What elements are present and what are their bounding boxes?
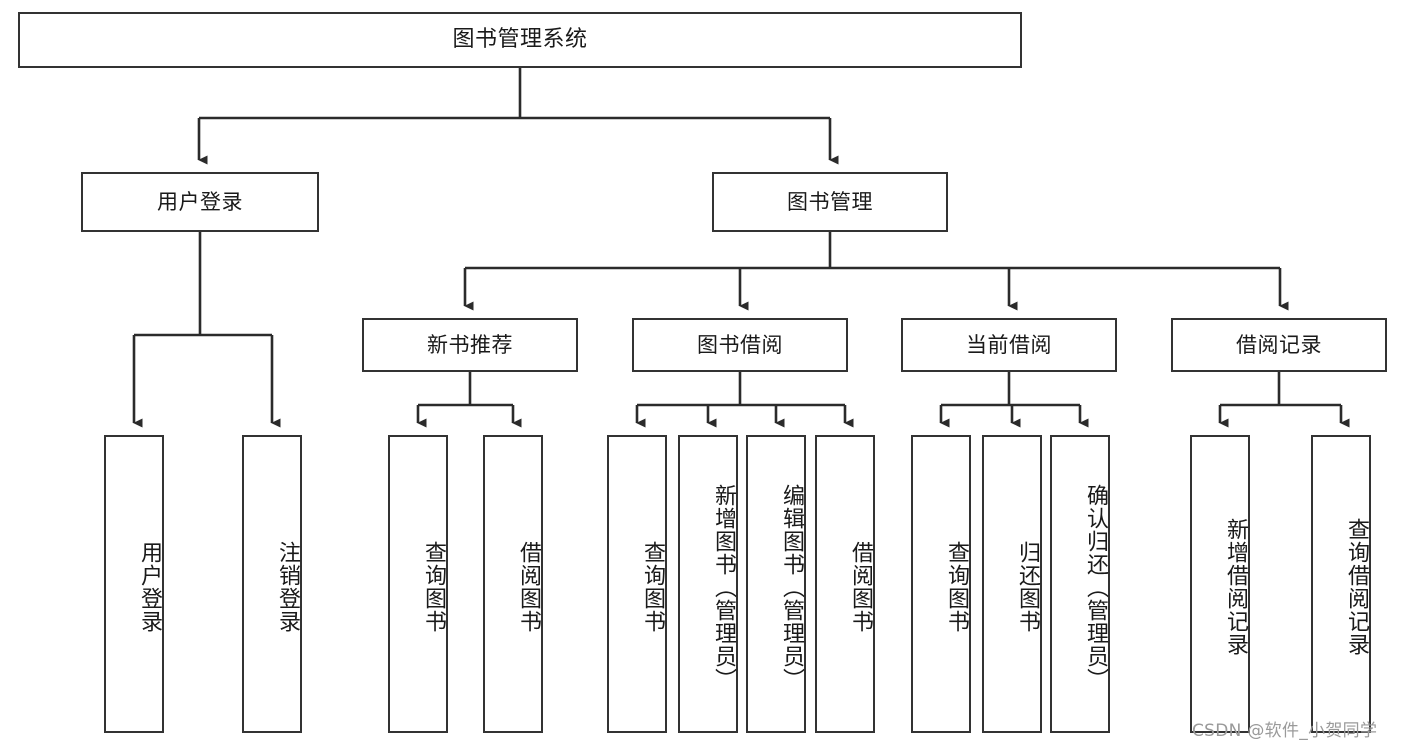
node-leaf-query-book-2-label: 查询图书 [640, 541, 665, 633]
node-leaf-add-book[interactable]: 新增图书（管理员） [678, 435, 738, 733]
node-user-login-label: 用户登录 [157, 189, 243, 214]
current-borrow-connectors [939, 372, 1089, 428]
node-leaf-user-login[interactable]: 用户登录 [104, 435, 164, 733]
node-current-borrow-label: 当前借阅 [966, 332, 1052, 357]
node-leaf-borrow-book-2[interactable]: 借阅图书 [815, 435, 875, 733]
node-leaf-edit-book[interactable]: 编辑图书（管理员） [746, 435, 806, 733]
node-book-manage[interactable]: 图书管理 [712, 172, 948, 232]
node-book-manage-label: 图书管理 [787, 189, 873, 214]
node-leaf-query-book-2[interactable]: 查询图书 [607, 435, 667, 733]
node-new-book-recommend[interactable]: 新书推荐 [362, 318, 578, 372]
book-manage-connectors [463, 232, 1289, 311]
node-new-book-recommend-label: 新书推荐 [427, 332, 513, 357]
node-borrow-record[interactable]: 借阅记录 [1171, 318, 1387, 372]
node-leaf-borrow-book-1[interactable]: 借阅图书 [483, 435, 543, 733]
node-root[interactable]: 图书管理系统 [18, 12, 1022, 68]
node-leaf-logout-label: 注销登录 [275, 541, 300, 633]
node-leaf-query-book-3-label: 查询图书 [944, 541, 969, 633]
node-leaf-return-book-label: 归还图书 [1015, 541, 1040, 633]
node-current-borrow[interactable]: 当前借阅 [901, 318, 1117, 372]
root-connectors [197, 68, 839, 165]
node-leaf-confirm-return[interactable]: 确认归还（管理员） [1050, 435, 1110, 733]
book-borrow-connectors [635, 372, 854, 428]
node-leaf-add-record[interactable]: 新增借阅记录 [1190, 435, 1250, 733]
watermark: CSDN @软件_小贺同学 [1192, 721, 1378, 741]
node-leaf-query-book-1[interactable]: 查询图书 [388, 435, 448, 733]
node-leaf-borrow-book-1-label: 借阅图书 [516, 541, 541, 633]
node-leaf-return-book[interactable]: 归还图书 [982, 435, 1042, 733]
node-leaf-add-book-label: 新增图书（管理员） [711, 483, 736, 691]
node-leaf-query-book-1-label: 查询图书 [421, 541, 446, 633]
node-leaf-query-record-label: 查询借阅记录 [1344, 518, 1369, 656]
node-borrow-record-label: 借阅记录 [1236, 332, 1322, 357]
node-leaf-borrow-book-2-label: 借阅图书 [848, 541, 873, 633]
node-leaf-query-record[interactable]: 查询借阅记录 [1311, 435, 1371, 733]
new-book-recommend-connectors [416, 372, 522, 428]
node-leaf-add-record-label: 新增借阅记录 [1223, 518, 1248, 656]
node-leaf-confirm-return-label: 确认归还（管理员） [1083, 483, 1108, 691]
node-leaf-query-book-3[interactable]: 查询图书 [911, 435, 971, 733]
node-book-borrow-label: 图书借阅 [697, 332, 783, 357]
node-leaf-user-login-label: 用户登录 [137, 541, 162, 633]
node-root-label: 图书管理系统 [452, 27, 588, 53]
node-leaf-edit-book-label: 编辑图书（管理员） [779, 483, 804, 691]
node-book-borrow[interactable]: 图书借阅 [632, 318, 848, 372]
borrow-record-connectors [1218, 372, 1350, 428]
node-leaf-logout[interactable]: 注销登录 [242, 435, 302, 733]
node-user-login[interactable]: 用户登录 [81, 172, 319, 232]
user-login-connectors [132, 232, 281, 428]
